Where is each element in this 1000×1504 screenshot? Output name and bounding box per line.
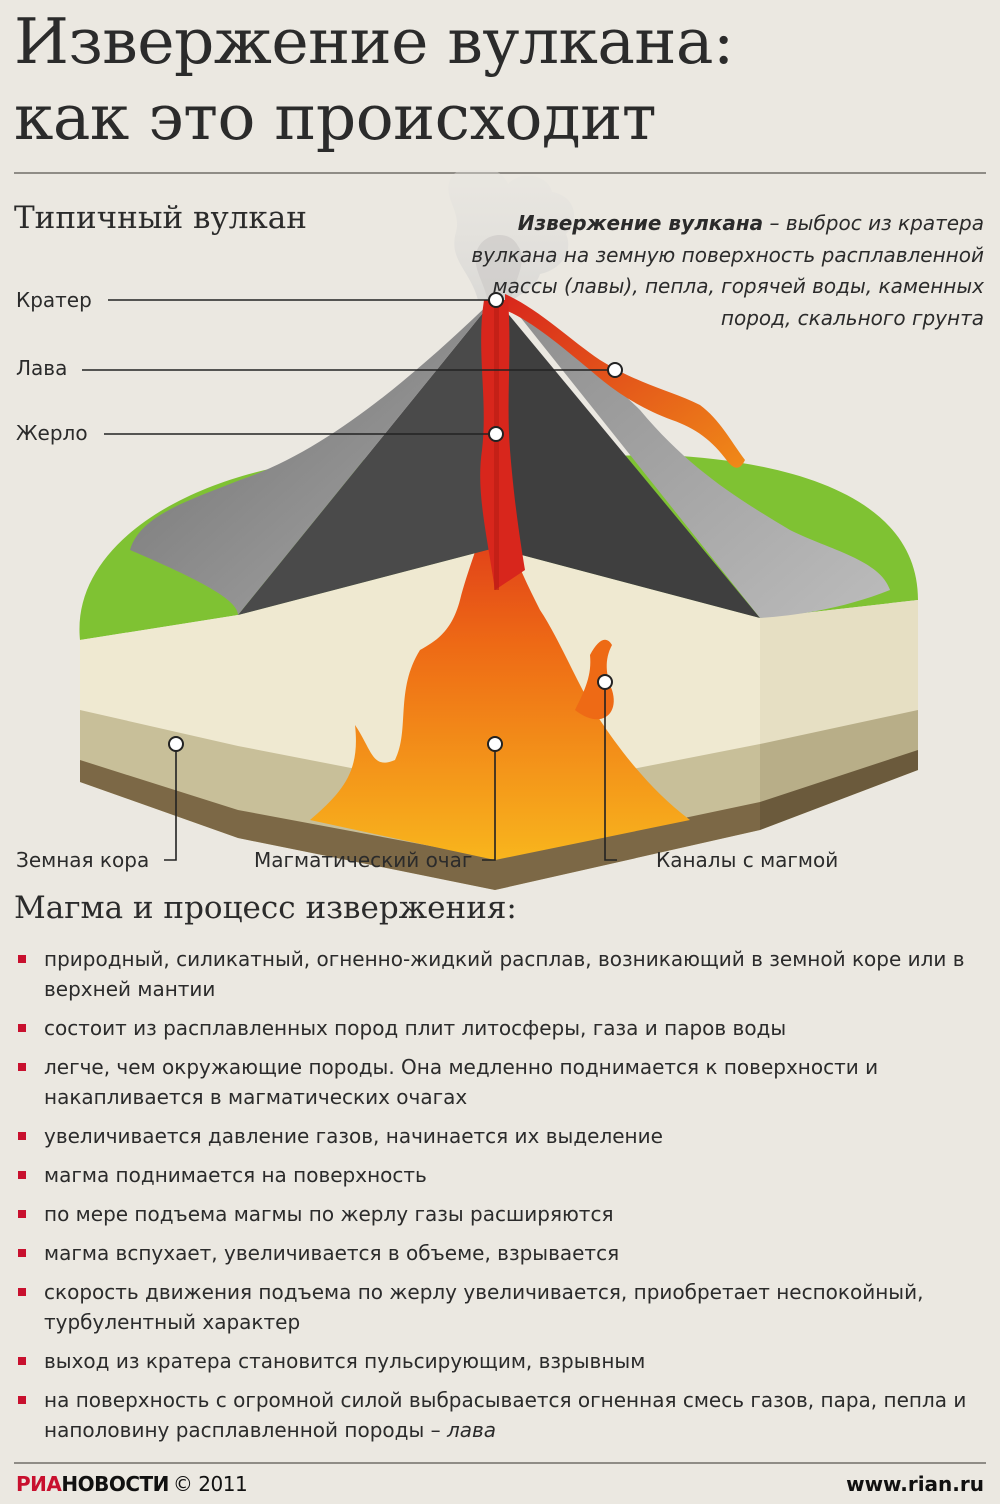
bullet-icon — [18, 1024, 26, 1032]
bullet-icon — [18, 1210, 26, 1218]
label-channels: Каналы с магмой — [656, 848, 839, 872]
fact-text: состоит из расплавленных пород плит лито… — [44, 1016, 787, 1040]
fact-emphasis: лава — [446, 1418, 497, 1442]
fact-text: природный, силикатный, огненно-жидкий ра… — [44, 947, 965, 1001]
fact-text: легче, чем окружающие породы. Она медлен… — [44, 1055, 879, 1109]
bullet-icon — [18, 1132, 26, 1140]
footer-divider — [14, 1462, 986, 1464]
page-title: Извержение вулкана: как это происходит — [14, 4, 734, 156]
fact-item: магма вспухает, увеличивается в объеме, … — [18, 1238, 978, 1268]
label-crust: Земная кора — [16, 848, 150, 872]
magma-chamber-shape — [310, 470, 690, 860]
fact-text: по мере подъема магмы по жерлу газы расш… — [44, 1202, 614, 1226]
fact-text: выход из кратера становится пульсирующим… — [44, 1349, 646, 1373]
fact-item: магма поднимается на поверхность — [18, 1160, 978, 1190]
label-chamber: Магматический очаг — [254, 848, 473, 872]
brand-part-1: РИА — [16, 1472, 62, 1496]
copyright-text: © 2011 — [172, 1472, 248, 1496]
fact-item: легче, чем окружающие породы. Она медлен… — [18, 1052, 978, 1112]
fact-text: магма вспухает, увеличивается в объеме, … — [44, 1241, 620, 1265]
leader-lines — [82, 299, 617, 861]
fact-text: магма поднимается на поверхность — [44, 1163, 427, 1187]
fact-item: состоит из расплавленных пород плит лито… — [18, 1013, 978, 1043]
vent-marker — [488, 426, 504, 442]
label-markers — [168, 292, 623, 752]
cone-cut-right — [495, 298, 760, 618]
fact-item: увеличивается давление газов, начинается… — [18, 1121, 978, 1151]
eruption-definition: Извержение вулкана – выброс из кратера в… — [464, 208, 984, 334]
channels-marker — [597, 674, 613, 690]
chamber-marker — [487, 736, 503, 752]
magma-section-title: Магма и процесс извержения: — [14, 890, 517, 926]
smoke-plume — [448, 170, 574, 302]
site-url: www.rian.ru — [846, 1472, 984, 1496]
fact-item: природный, силикатный, огненно-жидкий ра… — [18, 944, 978, 1004]
magma-facts-list: природный, силикатный, огненно-жидкий ра… — [18, 944, 978, 1454]
bullet-icon — [18, 955, 26, 963]
bullet-icon — [18, 1357, 26, 1365]
fact-text: скорость движения подъема по жерлу увели… — [44, 1280, 924, 1334]
label-lava: Лава — [16, 356, 68, 380]
title-line-1: Извержение вулкана: — [14, 5, 734, 78]
diagram-subtitle: Типичный вулкан — [14, 200, 307, 236]
header-divider — [14, 172, 986, 174]
fact-item: выход из кратера становится пульсирующим… — [18, 1346, 978, 1376]
cone-slope-left — [130, 298, 495, 615]
lava-marker — [607, 362, 623, 378]
brand-logo: РИАНОВОСТИ© 2011 — [16, 1472, 248, 1496]
fact-item: скорость движения подъема по жерлу увели… — [18, 1277, 978, 1337]
bullet-icon — [18, 1396, 26, 1404]
bullet-icon — [18, 1288, 26, 1296]
crust-marker — [168, 736, 184, 752]
title-line-2: как это происходит — [14, 81, 657, 154]
fact-text: увеличивается давление газов, начинается… — [44, 1124, 663, 1148]
lava-flow — [505, 294, 745, 468]
definition-term: Извержение вулкана — [517, 211, 764, 235]
bullet-icon — [18, 1171, 26, 1179]
definition-text: – выброс из кратера вулкана на земную по… — [471, 211, 984, 330]
label-crater: Кратер — [16, 288, 92, 312]
fact-text: на поверхность с огромной силой выбрасыв… — [44, 1388, 967, 1442]
brand-part-2: НОВОСТИ — [61, 1472, 169, 1496]
volcano-diagram — [79, 170, 918, 890]
bullet-icon — [18, 1249, 26, 1257]
label-vent: Жерло — [16, 421, 88, 445]
fact-item: на поверхность с огромной силой выбрасыв… — [18, 1385, 978, 1445]
crater-marker — [488, 292, 504, 308]
fact-item: по мере подъема магмы по жерлу газы расш… — [18, 1199, 978, 1229]
vent-conduit — [480, 300, 525, 590]
bullet-icon — [18, 1063, 26, 1071]
